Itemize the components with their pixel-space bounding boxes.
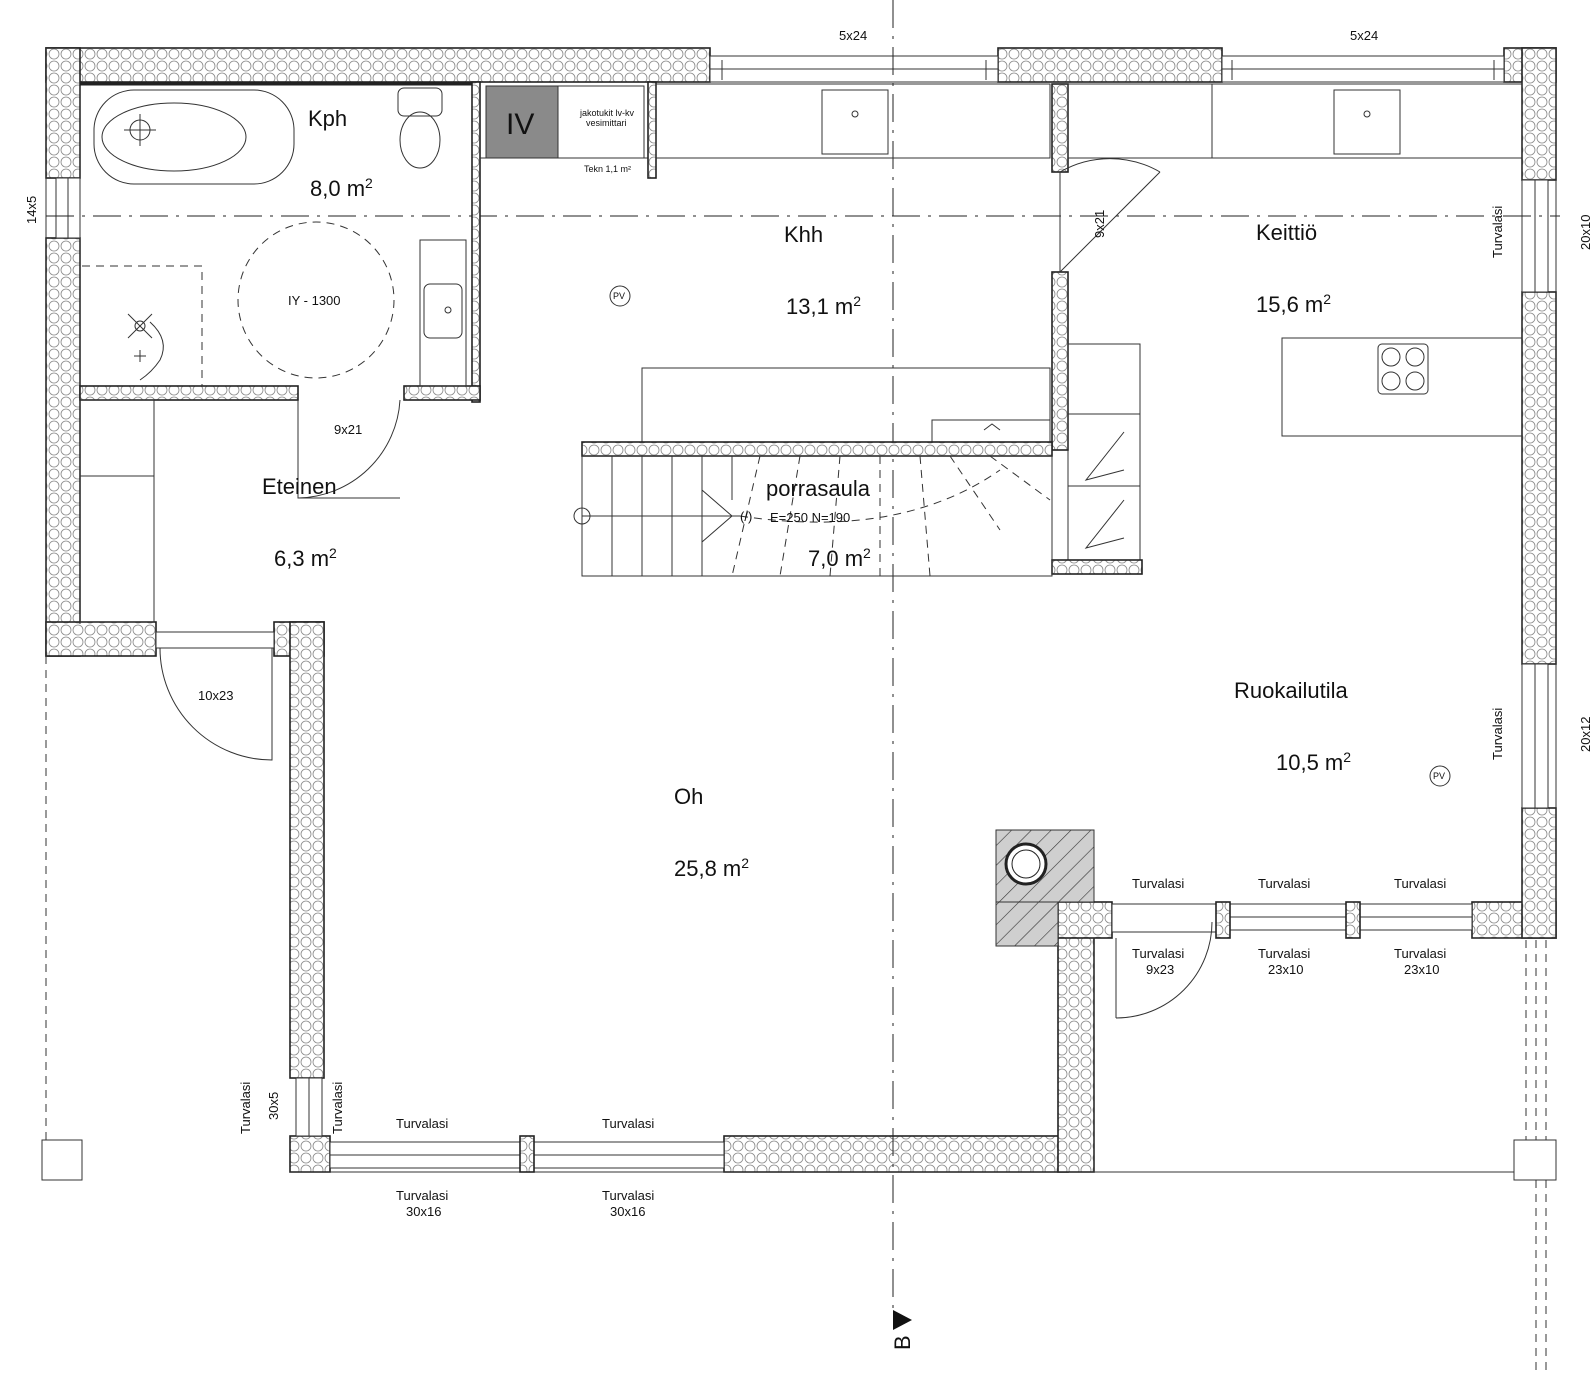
top-windows: [709, 55, 1505, 83]
dining-windows: [1111, 901, 1473, 1019]
glass-label-right-bottom: Turvalasi: [1490, 708, 1505, 760]
living-windows: [329, 1135, 725, 1173]
room-porrasaula-name: porrasaula: [766, 476, 871, 501]
dim-door-dining: 9x23: [1146, 962, 1174, 977]
stairs: [573, 441, 1053, 577]
door-entry: [155, 631, 275, 761]
narrow-window: [295, 1077, 323, 1137]
tekn-label: Tekn 1,1 m²: [584, 164, 631, 174]
room-ruokailutila-name: Ruokailutila: [1234, 678, 1348, 703]
right-windows: [1521, 179, 1549, 809]
glass-label-living-win-2: Turvalasi: [602, 1188, 654, 1203]
exterior-walls: [45, 47, 1557, 1173]
door-kph: [297, 399, 401, 499]
fireplace: [995, 829, 1095, 947]
jakotukit-label: jakotukit lv-kv: [579, 108, 635, 118]
section-label: B: [890, 1335, 915, 1350]
room-oh-name: Oh: [674, 784, 703, 809]
iy-label: IY - 1300: [288, 293, 341, 308]
dim-door-entry: 10x23: [198, 688, 233, 703]
pv-label-khh: PV: [613, 291, 625, 301]
glass-label-dining-win-3: Turvalasi: [1394, 946, 1446, 961]
bathroom: [79, 81, 481, 403]
room-porrasaula-area: 7,0 m2: [808, 545, 871, 571]
glass-label-dining-3: Turvalasi: [1394, 876, 1446, 891]
kitchen: [1051, 83, 1523, 575]
glass-label-narrow-right: Turvalasi: [330, 1082, 345, 1134]
room-eteinen-area: 6,3 m2: [274, 545, 337, 571]
room-kph-area: 8,0 m2: [310, 175, 373, 201]
room-keittio-name: Keittiö: [1256, 220, 1317, 245]
section-marker: B: [890, 1310, 915, 1350]
dim-window-top-left: 5x24: [839, 28, 867, 43]
dim-win-dining-3: 23x10: [1404, 962, 1439, 977]
glass-label-dining-door: Turvalasi: [1132, 946, 1184, 961]
glass-label-living-1: Turvalasi: [396, 1116, 448, 1131]
glass-label-dining-1: Turvalasi: [1132, 876, 1184, 891]
glass-label-living-win-1: Turvalasi: [396, 1188, 448, 1203]
room-kph-name: Kph: [308, 106, 347, 131]
glass-label-right-top: Turvalasi: [1490, 206, 1505, 258]
partition-khh-keittio: [1051, 83, 1161, 451]
dim-window-top-right: 5x24: [1350, 28, 1378, 43]
pv-icon-dining: [1429, 765, 1451, 787]
vesimittari-label: vesimittari: [586, 118, 627, 128]
pv-icon: [609, 285, 631, 307]
dim-win-living-2: 30x16: [610, 1204, 645, 1219]
dim-window-right-top: 20x10: [1578, 215, 1593, 250]
dim-win-dining-2: 23x10: [1268, 962, 1303, 977]
room-keittio-area: 15,6 m2: [1256, 291, 1331, 317]
dim-win-living-1: 30x16: [406, 1204, 441, 1219]
room-oh-area: 25,8 m2: [674, 855, 749, 881]
stair-symbol: (/): [740, 509, 752, 524]
room-khh-name: Khh: [784, 222, 823, 247]
terrace-outline: [1094, 940, 1557, 1370]
glass-label-dining-2: Turvalasi: [1258, 876, 1310, 891]
utility-room: [641, 83, 1051, 443]
iv-label: IV: [506, 108, 534, 141]
dim-door-khh: 9x21: [1092, 210, 1107, 238]
wall-outlines: [45, 48, 1557, 1173]
dim-window-left: 14x5: [24, 196, 39, 224]
dim-window-narrow: 30x5: [266, 1092, 281, 1120]
glass-label-narrow-left: Turvalasi: [238, 1082, 253, 1134]
technical-room: [480, 81, 658, 179]
left-window: [55, 177, 81, 239]
dim-window-right-bottom: 20x12: [1578, 717, 1593, 752]
glass-label-living-2: Turvalasi: [602, 1116, 654, 1131]
pv-label-dining: PV: [1433, 771, 1445, 781]
porch-outline: [41, 656, 83, 1181]
entry-closet: [79, 399, 155, 623]
stair-dimensions: E=250 N=190: [770, 510, 850, 525]
room-khh-area: 13,1 m2: [786, 293, 861, 319]
glass-label-dining-win-2: Turvalasi: [1258, 946, 1310, 961]
dim-door-kph: 9x21: [334, 422, 362, 437]
room-eteinen-name: Eteinen: [262, 474, 337, 499]
room-ruokailutila-area: 10,5 m2: [1276, 749, 1351, 775]
